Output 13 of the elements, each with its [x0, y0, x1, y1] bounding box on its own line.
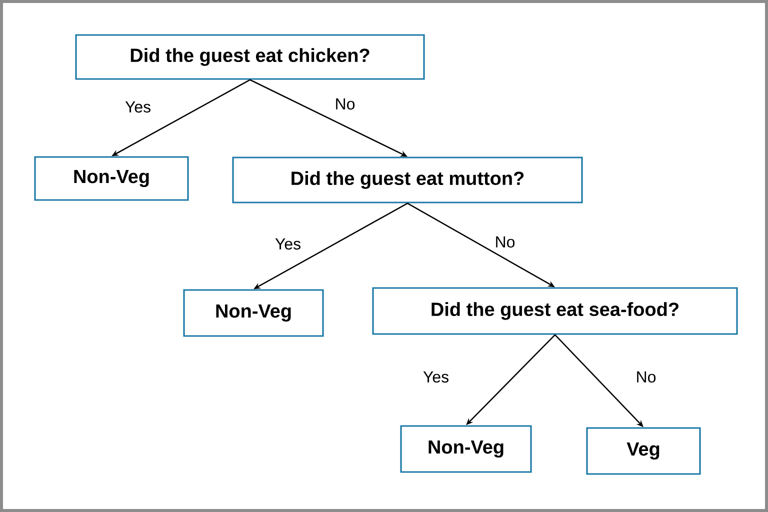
- decision-box: Non-Veg: [400, 425, 532, 473]
- edge-label: Yes: [275, 238, 300, 250]
- decision-box: Non-Veg: [183, 289, 324, 337]
- edge-label: No: [637, 371, 656, 383]
- decision-box: Non-Veg: [34, 156, 189, 201]
- decision-box: Veg: [586, 427, 701, 475]
- decision-box: Did the guest eat mutton?: [232, 156, 583, 204]
- edge-label: Yes: [125, 101, 150, 113]
- edge-label: No: [496, 236, 515, 248]
- edge-label: Yes: [423, 371, 448, 383]
- decision-box: Did the guest eat sea-food?: [372, 287, 738, 335]
- decision-box: Did the guest eat chicken?: [75, 34, 425, 80]
- edge-label: No: [336, 98, 355, 110]
